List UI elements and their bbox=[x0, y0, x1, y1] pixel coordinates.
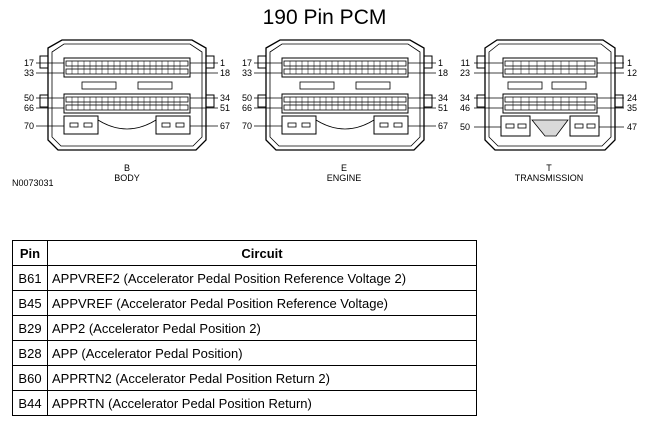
e-pin-r1-right: 1 bbox=[438, 58, 443, 68]
b-pin-r1-left: 17 bbox=[24, 58, 34, 68]
pin-circuit-table: Pin Circuit B61 APPVREF2 (Accelerator Pe… bbox=[12, 240, 477, 416]
connector-b: 17 33 50 66 70 1 18 34 51 67 bbox=[24, 39, 230, 151]
t-pin-r5-right: 47 bbox=[627, 122, 637, 132]
pin-column-header: Pin bbox=[12, 240, 48, 266]
connector-b-letter: B bbox=[123, 163, 130, 173]
connector-e-name: ENGINE bbox=[326, 173, 362, 183]
e-pin-r4-right: 51 bbox=[438, 103, 448, 113]
pin-cell: B44 bbox=[12, 390, 48, 416]
connector-t-caption: T TRANSMISSION bbox=[489, 163, 609, 183]
b-pin-r2-right: 18 bbox=[220, 68, 230, 78]
b-pin-r1-right: 1 bbox=[220, 58, 225, 68]
t-pin-r5-left: 50 bbox=[460, 122, 470, 132]
t-pin-r1-left: 11 bbox=[461, 58, 470, 68]
b-pin-r3-right: 34 bbox=[220, 93, 230, 103]
t-pin-r3-left: 34 bbox=[460, 93, 470, 103]
circuit-cell: APPRTN2 (Accelerator Pedal Position Retu… bbox=[47, 365, 477, 391]
connector-t-name: TRANSMISSION bbox=[514, 173, 584, 183]
t-pin-r4-right: 35 bbox=[627, 103, 637, 113]
e-pin-r1-left: 17 bbox=[242, 58, 252, 68]
b-pin-r3-left: 50 bbox=[24, 93, 34, 103]
e-pin-r3-left: 50 bbox=[242, 93, 252, 103]
circuit-cell: APP2 (Accelerator Pedal Position 2) bbox=[47, 315, 477, 341]
b-pin-r2-left: 33 bbox=[24, 68, 34, 78]
b-pin-r5-right: 67 bbox=[220, 121, 230, 131]
e-pin-r2-right: 18 bbox=[438, 68, 448, 78]
connector-t: 11 23 34 46 50 1 12 24 35 47 bbox=[460, 39, 637, 151]
diagram-title: 190 Pin PCM bbox=[262, 6, 387, 29]
table-row: B28 APP (Accelerator Pedal Position) bbox=[12, 340, 477, 366]
table-row: B29 APP2 (Accelerator Pedal Position 2) bbox=[12, 315, 477, 341]
connector-e-caption: E ENGINE bbox=[284, 163, 404, 183]
t-pin-r2-right: 12 bbox=[627, 68, 637, 78]
pin-cell: B61 bbox=[12, 265, 48, 291]
table-row: B44 APPRTN (Accelerator Pedal Position R… bbox=[12, 390, 477, 416]
reference-code: N0073031 bbox=[12, 178, 54, 188]
circuit-column-header: Circuit bbox=[47, 240, 477, 266]
connector-t-letter: T bbox=[546, 163, 552, 173]
circuit-cell: APP (Accelerator Pedal Position) bbox=[47, 340, 477, 366]
b-pin-r4-right: 51 bbox=[220, 103, 230, 113]
pin-cell: B29 bbox=[12, 315, 48, 341]
table-row: B61 APPVREF2 (Accelerator Pedal Position… bbox=[12, 265, 477, 291]
table-row: B60 APPRTN2 (Accelerator Pedal Position … bbox=[12, 365, 477, 391]
pin-cell: B45 bbox=[12, 290, 48, 316]
connector-b-caption: B BODY bbox=[67, 163, 187, 183]
t-pin-r4-left: 46 bbox=[460, 103, 470, 113]
connector-e: 17 33 50 66 70 1 18 34 51 67 bbox=[242, 39, 448, 151]
table-row: B45 APPVREF (Accelerator Pedal Position … bbox=[12, 290, 477, 316]
b-pin-r4-left: 66 bbox=[24, 103, 34, 113]
connector-b-name: BODY bbox=[114, 173, 140, 183]
table-header-row: Pin Circuit bbox=[12, 240, 477, 266]
connector-diagram: 17 33 50 66 70 1 18 34 51 67 bbox=[24, 39, 637, 151]
pin-cell: B60 bbox=[12, 365, 48, 391]
circuit-cell: APPRTN (Accelerator Pedal Position Retur… bbox=[47, 390, 477, 416]
t-pin-r1-right: 1 bbox=[627, 58, 632, 68]
connector-e-letter: E bbox=[340, 163, 347, 173]
e-pin-r5-right: 67 bbox=[438, 121, 448, 131]
t-pin-r2-left: 23 bbox=[460, 68, 470, 78]
e-pin-r2-left: 33 bbox=[242, 68, 252, 78]
circuit-cell: APPVREF (Accelerator Pedal Position Refe… bbox=[47, 290, 477, 316]
b-pin-r5-left: 70 bbox=[24, 121, 34, 131]
e-pin-r4-left: 66 bbox=[242, 103, 252, 113]
pin-cell: B28 bbox=[12, 340, 48, 366]
circuit-cell: APPVREF2 (Accelerator Pedal Position Ref… bbox=[47, 265, 477, 291]
e-pin-r3-right: 34 bbox=[438, 93, 448, 103]
t-pin-r3-right: 24 bbox=[627, 93, 637, 103]
e-pin-r5-left: 70 bbox=[242, 121, 252, 131]
